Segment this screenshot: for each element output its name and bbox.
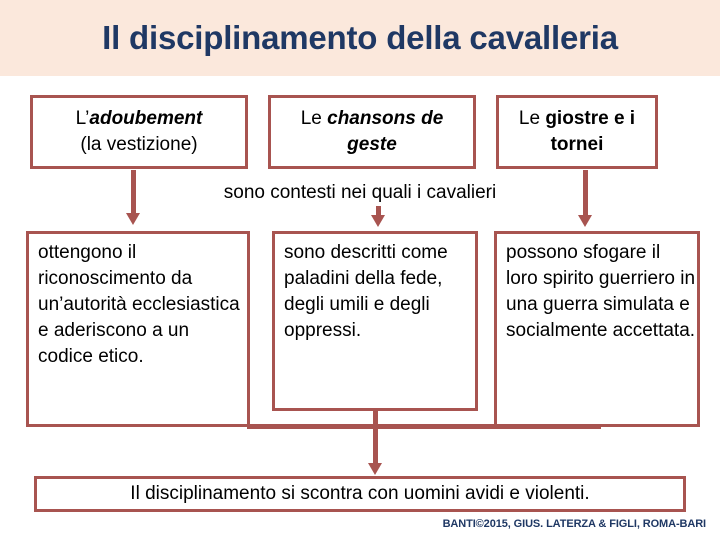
detail-box-descritti[interactable]: sono descritti come paladini della fede,… [272,231,478,411]
concept-box-chansons-text: Le chansons de geste [301,106,444,158]
concept-box-giostre-text: Le giostre e i tornei [519,106,635,158]
arrow-down-middle-head [371,215,385,227]
conclusion-box-text: Il disciplinamento si scontra con uomini… [130,483,590,504]
credit-line: BANTI©2015, GIUS. LATERZA & FIGLI, ROMA-… [442,518,707,530]
arrow-down-conclusion-shaft [373,424,378,464]
connector-vline-middle [373,408,378,428]
arrow-down-right-head [578,215,592,227]
detail-box-descritti-text: sono descritti come paladini della fede,… [284,242,448,341]
middle-connective-text: sono contesti nei quali i cavalieri [223,182,497,203]
concept-box-adoubement-text: L’adoubement (la vestizione) [76,106,203,158]
detail-box-sfogare-text: possono sfogare il loro spirito guerrier… [506,242,696,341]
header-band [0,0,720,76]
giostre-line1-plain: Le [518,108,546,129]
adoubement-line1-plain: L’ [75,108,90,129]
arrow-down-middle-shaft [376,206,381,216]
arrow-down-conclusion [368,424,382,476]
arrow-down-conclusion-head [368,463,382,475]
concept-box-adoubement[interactable]: L’adoubement (la vestizione) [30,95,248,169]
giostre-line1-emphasis: giostre e i [545,108,636,129]
concept-box-giostre-tornei[interactable]: Le giostre e i tornei [496,95,658,169]
chansons-line2-emphasis: geste [347,134,397,155]
detail-box-ottengono-text: ottengono il riconoscimento da un’autori… [38,242,240,367]
arrow-down-right [578,170,592,227]
page-title: Il disciplinamento della cavalleria [102,19,618,56]
connector-hline-bus [247,424,601,429]
arrow-down-right-shaft [583,170,588,216]
arrow-down-left-shaft [131,170,136,214]
connector-vline-left [247,424,252,429]
detail-box-sfogare[interactable]: possono sfogare il loro spirito guerrier… [494,231,700,427]
arrow-down-left [126,170,140,225]
conclusion-box[interactable]: Il disciplinamento si scontra con uomini… [34,476,686,512]
chansons-line1-emphasis: chansons de [327,108,444,129]
arrow-down-left-head [126,213,140,225]
connector-vline-right [596,424,601,429]
arrow-down-middle [371,206,385,230]
giostre-line2-emphasis: tornei [550,134,604,155]
chansons-line1-plain: Le [300,108,328,129]
adoubement-line1-emphasis: adoubement [89,108,203,129]
adoubement-line2: (la vestizione) [80,134,198,155]
concept-box-chansons-de-geste[interactable]: Le chansons de geste [268,95,476,169]
detail-box-ottengono[interactable]: ottengono il riconoscimento da un’autori… [26,231,250,427]
